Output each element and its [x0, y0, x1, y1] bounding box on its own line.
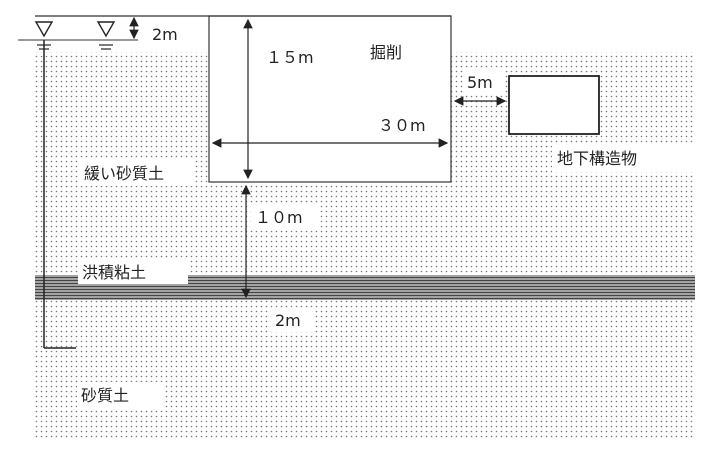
water-level-triangle-left-icon [34, 21, 54, 50]
excavation-title: 掘削 [370, 43, 402, 62]
underground-structure [508, 75, 600, 135]
water-level-triangle-right-icon [96, 21, 116, 50]
excavation-depth-label: １５m [266, 48, 314, 67]
loose-sandy-soil-label: 緩い砂質土 [84, 164, 164, 183]
excavation-pit [208, 15, 452, 183]
sandy-soil-label: 砂質土 [81, 386, 129, 405]
diluvial-clay-label: 洪積粘土 [82, 263, 146, 282]
water-drop-label: 2m [152, 25, 178, 44]
depth-below-label: １０m [255, 208, 303, 227]
distance-label: 5m [467, 73, 493, 92]
clay-thickness-label: 2m [275, 311, 301, 330]
excavation-width-label: ３０m [378, 116, 426, 135]
structure-label: 地下構造物 [557, 149, 637, 168]
